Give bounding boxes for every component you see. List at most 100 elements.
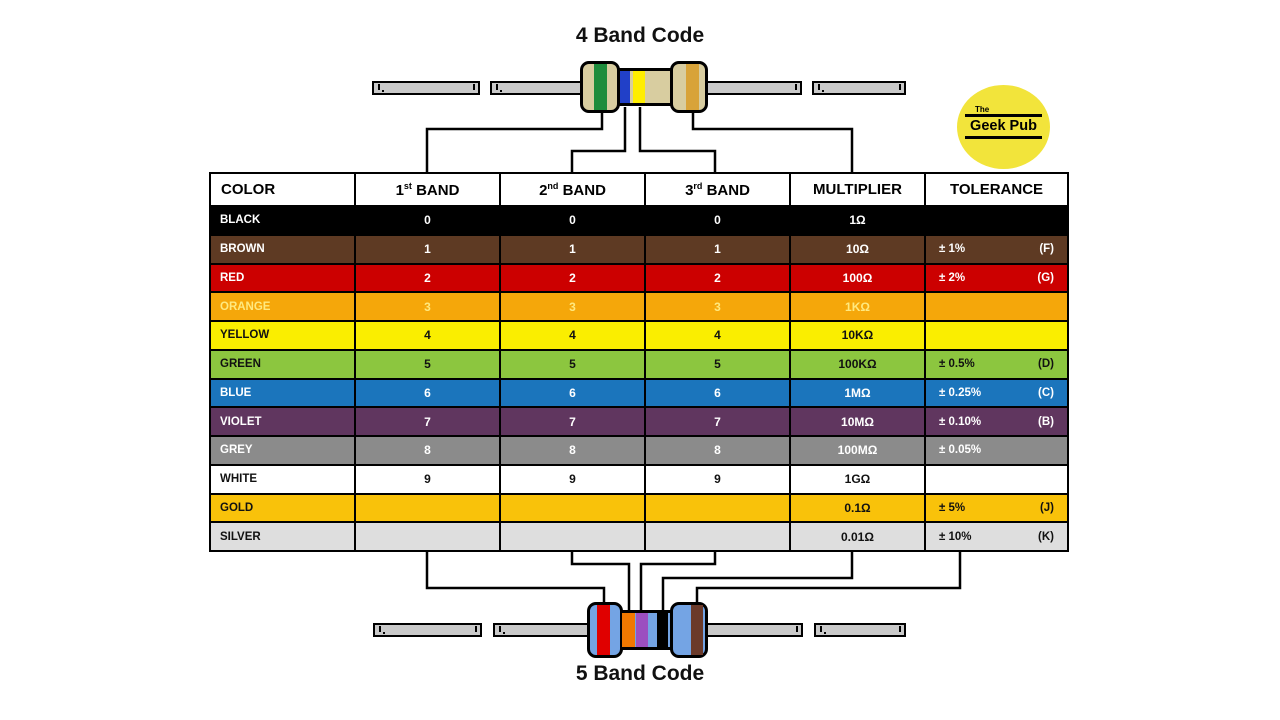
connector-multiplier-to-black (661, 550, 854, 612)
multiplier-value: 100KΩ (789, 348, 926, 380)
lead-tick (379, 626, 381, 632)
header-color: COLOR (209, 172, 356, 207)
lead-wire (373, 623, 482, 637)
tolerance-cell: ± 2%(G) (924, 262, 1069, 294)
connector-tolerance-to-brown (695, 550, 962, 604)
band2-value: 6 (499, 377, 646, 409)
lead-tick (899, 626, 901, 632)
band3-value: 1 (644, 233, 791, 265)
band1-value: 5 (354, 348, 501, 380)
tolerance-wrap: ± 0.10%(B) (927, 415, 1066, 428)
lead-wire (490, 81, 584, 95)
lead-tick (475, 626, 477, 632)
band2-value: 2 (499, 262, 646, 294)
tolerance-letter: (K) (1038, 530, 1054, 543)
tolerance-cell: ± 0.10%(B) (924, 406, 1069, 437)
logo-the-text: The (975, 105, 990, 114)
band2-value: 5 (499, 348, 646, 380)
gold-band (686, 64, 699, 110)
multiplier-value: 10KΩ (789, 320, 926, 351)
tolerance-cell: ± 0.05% (924, 435, 1069, 466)
yellow-band (633, 71, 645, 103)
green-band (594, 64, 607, 110)
tolerance-pct: ± 0.05% (939, 444, 982, 457)
tolerance-pct: ± 0.10% (939, 415, 982, 428)
header-band2: 2nd BAND (499, 172, 646, 207)
band2-value: 1 (499, 233, 646, 265)
tolerance-cell (924, 463, 1069, 495)
brown-band (691, 605, 703, 655)
band1-value: 2 (354, 262, 501, 294)
band2-value: 0 (499, 205, 646, 236)
tolerance-wrap: ± 2%(G) (927, 272, 1066, 284)
lead-tick (795, 84, 797, 90)
color-name: GREY (209, 435, 356, 466)
band2-value: 3 (499, 291, 646, 322)
orange-band (622, 613, 635, 647)
multiplier-value: 1MΩ (789, 377, 926, 409)
four-band-title: 4 Band Code (575, 24, 705, 47)
tolerance-letter: (D) (1038, 358, 1054, 371)
multiplier-value: 100MΩ (789, 435, 926, 466)
color-name: GREEN (209, 348, 356, 380)
connector-band2-to-orange (570, 550, 631, 612)
band2-value: 4 (499, 320, 646, 351)
band1-value: 6 (354, 377, 501, 409)
band3-value: 8 (644, 435, 791, 466)
multiplier-value: 0.01Ω (789, 521, 926, 552)
band3-value: 3 (644, 291, 791, 322)
band3-value: 2 (644, 262, 791, 294)
tolerance-cell (924, 291, 1069, 322)
band1-value: 4 (354, 320, 501, 351)
band3-value: 9 (644, 463, 791, 495)
lead-wire (812, 81, 906, 95)
lead-tick (500, 90, 502, 92)
tolerance-letter: (J) (1039, 501, 1054, 514)
tolerance-pct: ± 1% (939, 243, 966, 256)
band2-value (499, 492, 646, 524)
lead-wire (493, 623, 590, 637)
band3-value (644, 521, 791, 552)
band1-value: 0 (354, 205, 501, 236)
multiplier-value: 10Ω (789, 233, 926, 265)
band2-value (499, 521, 646, 552)
blue-band (620, 71, 630, 103)
band1-value: 7 (354, 406, 501, 437)
multiplier-value: 1KΩ (789, 291, 926, 322)
band1-value: 3 (354, 291, 501, 322)
header-multiplier: MULTIPLIER (789, 172, 926, 207)
lead-tick (824, 632, 826, 634)
connector-yellow-to-band3 (638, 107, 717, 172)
lead-tick (818, 84, 820, 90)
connector-green-to-band1 (425, 112, 604, 172)
header-band1: 1st BAND (354, 172, 501, 207)
lead-tick (473, 84, 475, 90)
tolerance-pct: ± 5% (939, 501, 966, 514)
tolerance-letter: (C) (1038, 386, 1054, 399)
color-name: WHITE (209, 463, 356, 495)
connector-band1-to-red (425, 550, 606, 604)
lead-tick (822, 90, 824, 92)
lead-tick (820, 626, 822, 632)
tolerance-cell: ± 0.5%(D) (924, 348, 1069, 380)
lead-tick (496, 84, 498, 90)
geek-pub-logo: The Geek Pub (957, 85, 1050, 169)
tolerance-cell (924, 205, 1069, 236)
five-band-title: 5 Band Code (575, 662, 705, 685)
band1-value: 8 (354, 435, 501, 466)
header-band3: 3rd BAND (644, 172, 791, 207)
band3-value: 0 (644, 205, 791, 236)
multiplier-value: 0.1Ω (789, 492, 926, 524)
multiplier-value: 10MΩ (789, 406, 926, 437)
tolerance-letter: (F) (1039, 243, 1054, 256)
